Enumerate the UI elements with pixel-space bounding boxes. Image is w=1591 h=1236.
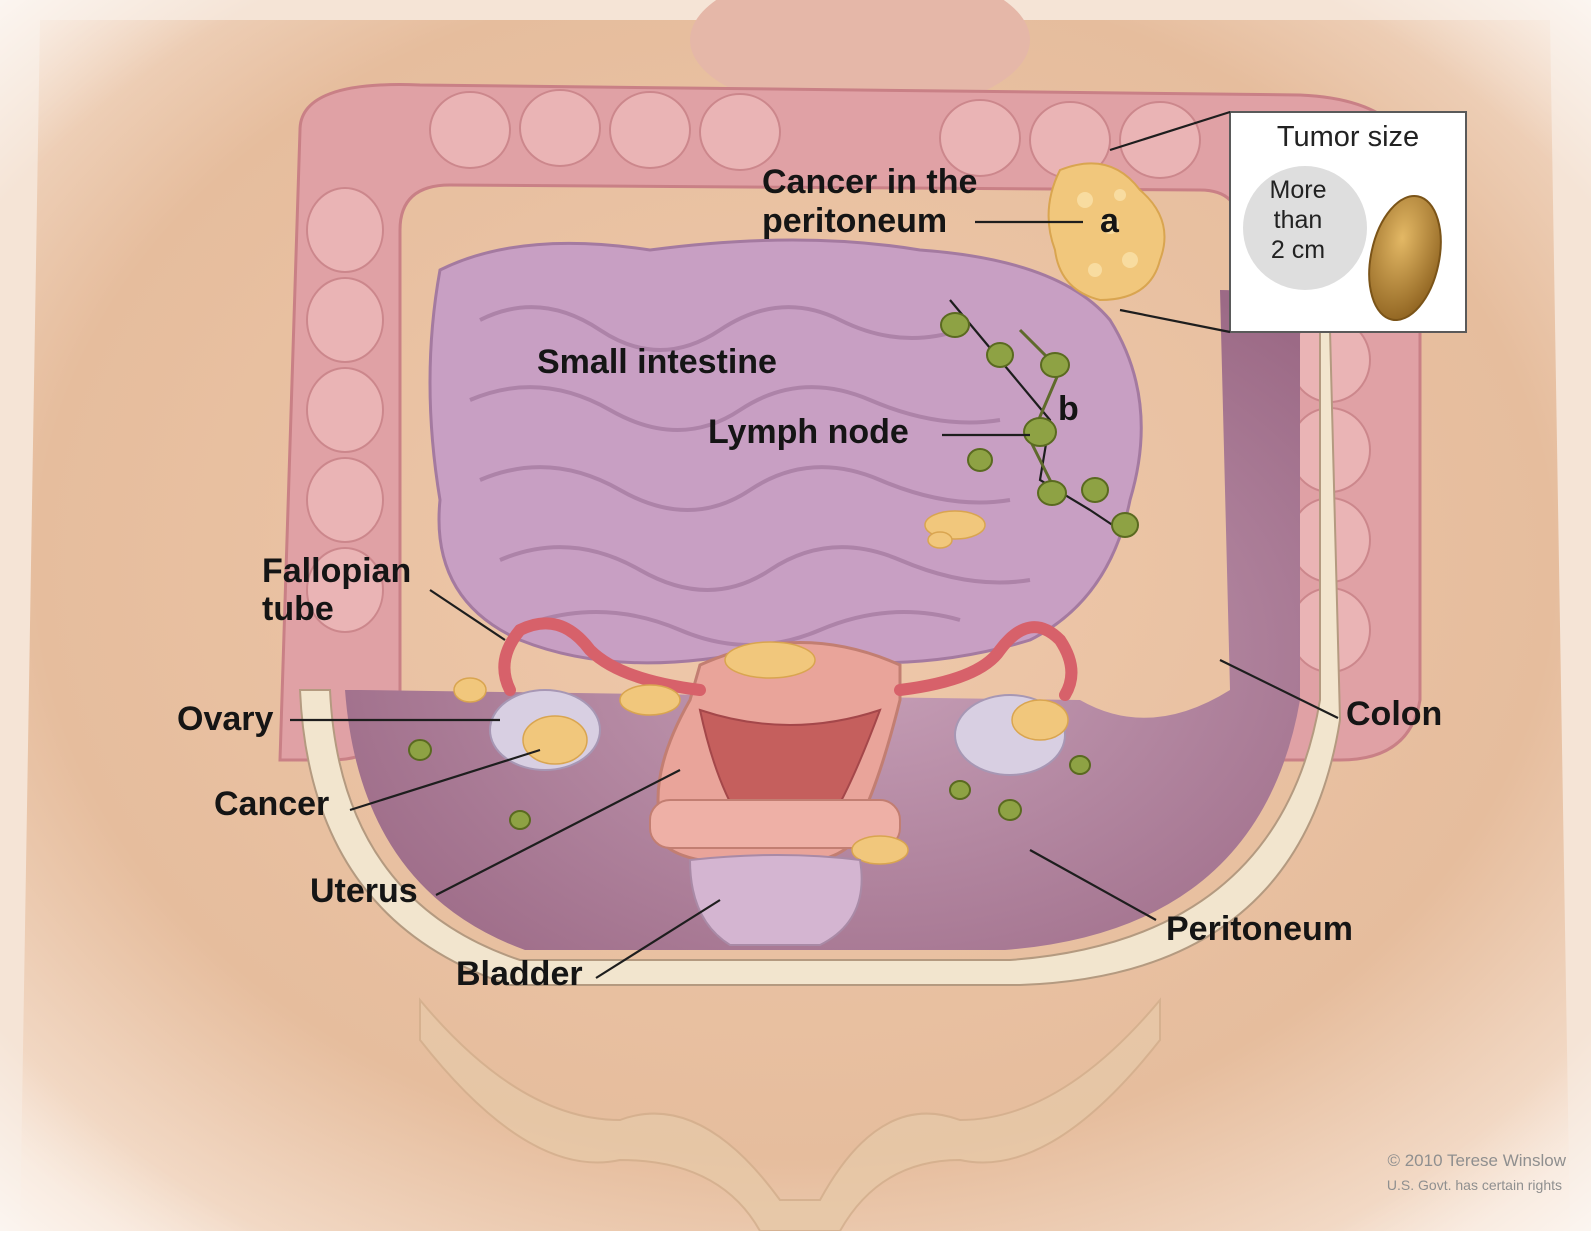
tumor-size-line2: than — [1274, 206, 1323, 234]
label-colon: Colon — [1346, 695, 1442, 733]
label-cancer-in-peritoneum-1: Cancer in the — [762, 163, 977, 201]
label-fallopian-tube-2: tube — [262, 590, 334, 628]
label-peritoneum: Peritoneum — [1166, 910, 1353, 948]
marker-a: a — [1100, 202, 1120, 240]
tumor-size-title: Tumor size — [1277, 121, 1419, 153]
label-lymph-node: Lymph node — [708, 413, 909, 451]
label-uterus: Uterus — [310, 872, 418, 910]
label-ovary: Ovary — [177, 700, 273, 738]
label-small-intestine: Small intestine — [537, 343, 777, 381]
label-cancer: Cancer — [214, 785, 329, 823]
credit-line2: U.S. Govt. has certain rights — [1387, 1177, 1562, 1193]
label-fallopian-tube-1: Fallopian — [262, 552, 411, 590]
tumor-size-line3: 2 cm — [1271, 236, 1325, 264]
credit-line1: © 2010 Terese Winslow — [1387, 1151, 1566, 1170]
label-cancer-in-peritoneum-2: peritoneum — [762, 202, 947, 240]
tumor-size-line1: More — [1270, 176, 1327, 204]
label-bladder: Bladder — [456, 955, 583, 993]
tumor-size-box: Tumor size More than 2 cm — [1230, 112, 1466, 332]
marker-b: b — [1058, 390, 1079, 428]
